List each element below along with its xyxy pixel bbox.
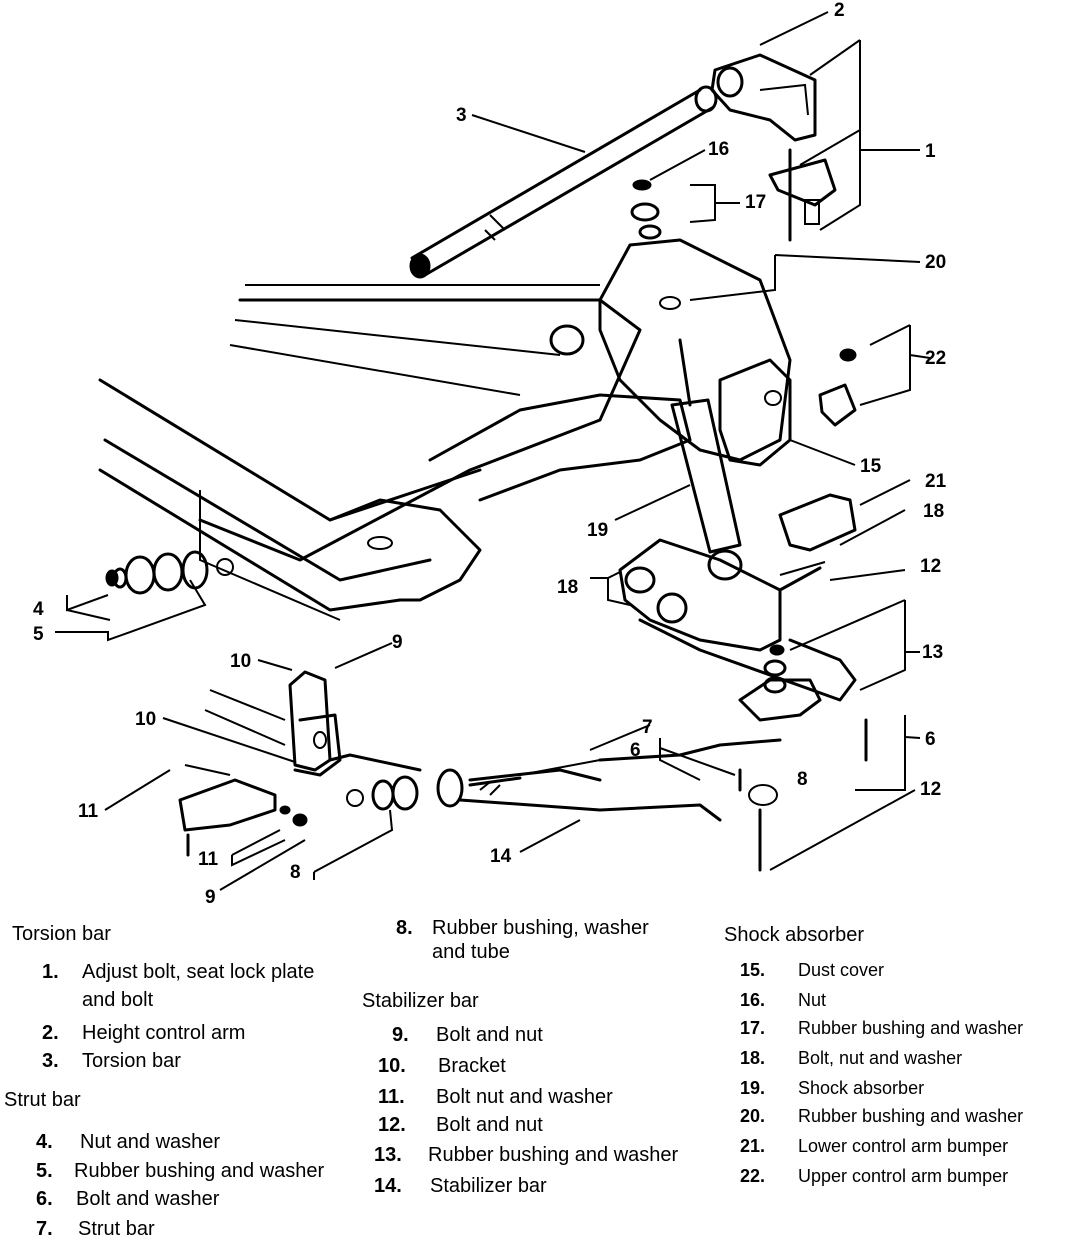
callout-18-right: 18 — [923, 501, 944, 522]
legend-item: 12.Bolt and nut — [378, 1114, 543, 1136]
callout-21: 21 — [925, 471, 947, 492]
legend-item: 17.Rubber bushing and washer — [740, 1018, 1024, 1038]
upper-bumper — [818, 348, 857, 427]
legend-item: 5.Rubber bushing and washer — [36, 1160, 325, 1182]
callout-14: 14 — [490, 846, 512, 867]
callout-2: 2 — [834, 0, 845, 21]
callout-8-lower: 8 — [290, 862, 301, 883]
legend-item: 19.Shock absorber — [740, 1078, 925, 1098]
legend-item: 20.Rubber bushing and washer — [740, 1106, 1024, 1126]
left-mount-bracket — [178, 764, 308, 857]
strut-bar-bushings — [105, 550, 234, 595]
frame-rails — [98, 284, 692, 621]
legend-item: 2.Height control arm — [42, 1022, 246, 1044]
callout-10-lower: 10 — [135, 709, 156, 730]
callout-4: 4 — [33, 599, 44, 620]
adjust-bolt — [768, 148, 837, 242]
callout-12-lower: 12 — [920, 779, 941, 800]
torsion-bar — [409, 85, 718, 279]
legend-item: 9.Bolt and nut — [392, 1024, 543, 1046]
legend-item: 4.Nut and washer — [36, 1131, 221, 1153]
callout-11-left: 11 — [78, 801, 99, 822]
callout-labels: 1 2 3 4 5 6 6 7 8 8 9 9 10 10 11 11 12 1… — [33, 0, 947, 908]
legend-item: 1.Adjust bolt, seat lock plate — [42, 961, 315, 983]
callout-7: 7 — [642, 717, 653, 738]
legend-item: 16.Nut — [740, 990, 827, 1010]
lower-bumper — [778, 493, 857, 552]
legend-heading-strut-bar: Strut bar — [4, 1089, 81, 1111]
leader-lines — [55, 11, 931, 891]
legend-item: 8.Rubber bushing, washer — [396, 917, 649, 939]
right-bolts — [738, 566, 868, 872]
legend-item: 22.Upper control arm bumper — [740, 1166, 1009, 1186]
callout-13: 13 — [922, 642, 943, 663]
callout-12-upper: 12 — [920, 556, 941, 577]
legend-heading-shock-absorber: Shock absorber — [724, 924, 865, 946]
stabilizer-link-bushings — [763, 644, 787, 694]
legend-item: 10.Bracket — [378, 1055, 506, 1077]
callout-9-lower: 9 — [205, 887, 216, 908]
callout-15: 15 — [860, 456, 882, 477]
height-control-arm — [710, 53, 817, 142]
callout-8-right: 8 — [797, 769, 808, 790]
callout-20: 20 — [925, 252, 946, 273]
stabilizer-and-strut-bars — [328, 738, 782, 822]
callout-3: 3 — [456, 105, 467, 126]
legend-item: 11.Bolt nut and washer — [378, 1086, 613, 1108]
callout-5: 5 — [33, 624, 44, 645]
lower-control-arm — [618, 538, 857, 722]
shock-top-bushings — [630, 179, 662, 240]
upper-control-arm — [549, 238, 792, 467]
center-bushings — [346, 768, 464, 811]
callout-11-lower: 11 — [198, 849, 219, 870]
shock-absorber — [670, 338, 743, 581]
callout-17: 17 — [745, 192, 766, 213]
callout-9-upper: 9 — [392, 632, 403, 653]
legend-item: 18.Bolt, nut and washer — [740, 1048, 963, 1068]
callout-18-left: 18 — [557, 577, 578, 598]
callout-16: 16 — [708, 139, 729, 160]
callout-1: 1 — [925, 141, 936, 162]
callout-10-upper: 10 — [230, 651, 251, 672]
legend-item: 13.Rubber bushing and washer — [374, 1144, 679, 1166]
callout-22: 22 — [925, 348, 946, 369]
stabilizer-brackets — [204, 670, 342, 777]
legend-item: and tube — [432, 941, 510, 963]
legend-heading-torsion-bar: Torsion bar — [12, 923, 111, 945]
callout-6-right: 6 — [925, 729, 936, 750]
legend-item: 7.Strut bar — [36, 1218, 155, 1240]
legend-item: 14.Stabilizer bar — [374, 1175, 547, 1197]
legend-item: 21.Lower control arm bumper — [740, 1136, 1009, 1156]
legend-item: 15.Dust cover — [740, 960, 885, 980]
callout-19: 19 — [587, 520, 608, 541]
legend-heading-stabilizer-bar: Stabilizer bar — [362, 990, 479, 1012]
legend-item: and bolt — [82, 989, 154, 1011]
legend-item: 3.Torsion bar — [42, 1050, 181, 1072]
callout-6-upper: 6 — [630, 740, 641, 761]
legend-item: 6.Bolt and washer — [36, 1188, 220, 1210]
suspension-exploded-diagram: 1 2 3 4 5 6 6 7 8 8 9 9 10 10 11 11 12 1… — [33, 0, 947, 908]
